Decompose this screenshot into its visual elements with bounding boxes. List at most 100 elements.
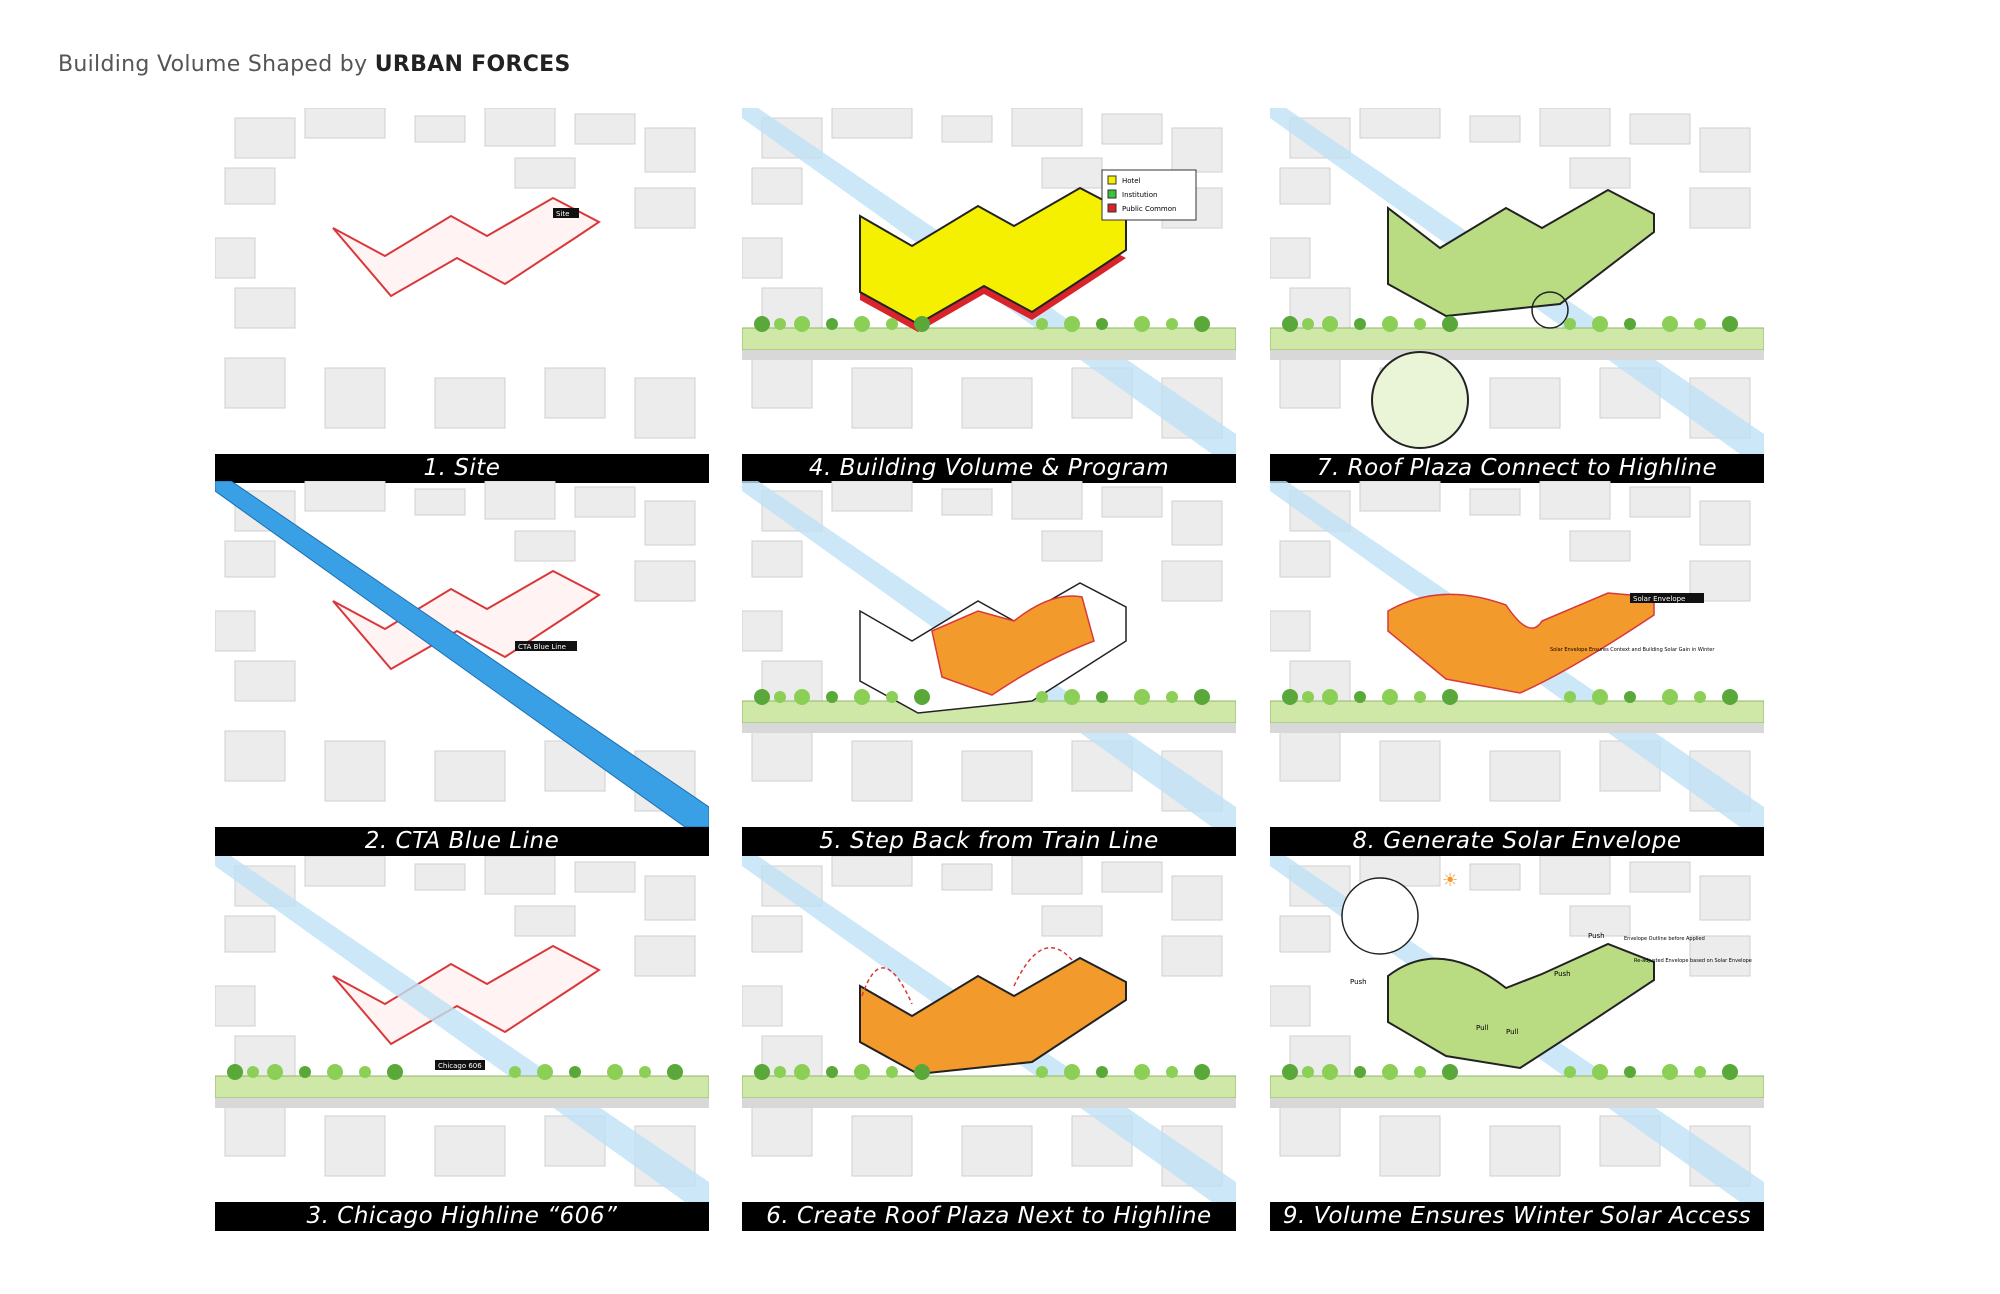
tree [1036,318,1048,330]
context-building [434,1125,506,1177]
context-building [304,481,386,512]
context-building [224,1105,286,1157]
context-building [1101,113,1163,145]
title-emphasis: URBAN FORCES [374,52,571,77]
page-title: Building Volume Shaped by URBAN FORCES [58,52,571,77]
tree [1354,691,1366,703]
tree [1414,1066,1426,1078]
context-building [851,740,913,802]
trees [754,316,1210,332]
tree [794,316,810,332]
highline-edge [1270,723,1764,733]
site-diagram: Site [215,108,696,439]
sun-icon: ☀ [1442,870,1458,891]
roof-plaza [931,595,1095,696]
tree [1322,689,1338,705]
context-building [851,367,913,429]
public-common-legend-label: Public Common [1122,205,1176,213]
tree [1282,1064,1298,1080]
context-building [574,113,636,145]
context-building [1689,560,1751,602]
context-building [634,187,696,229]
tree [509,1066,521,1078]
context-building [1101,486,1163,518]
adjusted-volume [1387,942,1655,1070]
panel-caption: 2. CTA Blue Line [215,827,709,856]
panel-caption: 8. Generate Solar Envelope [1270,827,1764,856]
context-building [1161,560,1223,602]
context-building [941,488,993,516]
chicago-606-label-box [435,1060,485,1070]
tree [1722,316,1738,332]
site-label-box [553,208,579,218]
tree [1096,691,1108,703]
context-building [1171,875,1223,921]
tree [327,1064,343,1080]
tree [1694,1066,1706,1078]
detail-zoom-circle [1371,351,1469,449]
context-building [1279,730,1341,782]
context-building [514,157,576,189]
tree [754,1064,770,1080]
context-building [304,108,386,139]
tree [754,689,770,705]
tree [1442,689,1458,705]
highline-edge [742,723,1236,733]
context-building [1011,108,1083,147]
tree [1166,1066,1178,1078]
context-building [961,1125,1033,1177]
context-building [831,108,913,139]
tree [1096,318,1108,330]
solar-envelope-note: Solar Envelope Ensures Context and Build… [1550,647,1715,653]
context-building [1539,108,1611,147]
roof-plaza-diagram [742,856,1236,1202]
context-building [1379,1115,1441,1177]
cta-diagram: CTA Blue Line [215,481,709,827]
tree [794,689,810,705]
context-building [215,237,256,279]
context-building [634,935,696,977]
highline-edge [742,350,1236,360]
panel-caption: 4. Building Volume & Program [742,454,1236,483]
institution-legend-label: Institution [1122,191,1157,199]
push-label-mid: Push [1554,970,1571,978]
tree [1662,316,1678,332]
winter-solar-diagram: ☀ Push Push Push Pull Pull Envelope Outl… [1270,856,1764,1202]
fold-arrows [861,947,1073,1005]
context-building [1279,915,1331,953]
chicago-606-label: Chicago 606 [438,1062,482,1070]
panel-roof-plaza-connect: 7. Roof Plaza Connect to Highline [1270,108,1764,483]
tree [1564,318,1576,330]
pull-label-right: Pull [1506,1028,1518,1036]
tree [914,1064,930,1080]
context-building [644,875,696,921]
context-building [751,915,803,953]
context-building [574,486,636,518]
tree [1064,316,1080,332]
highline-edge [1270,350,1764,360]
highline-edge [1270,1098,1764,1108]
trees [1282,1064,1738,1080]
context-building [304,856,386,887]
orange-volume [859,956,1127,1076]
context-building [1359,481,1441,512]
context-building [414,488,466,516]
context-building [514,905,576,937]
tree [1036,691,1048,703]
tree [247,1066,259,1078]
tree [1166,318,1178,330]
push-label-top: Push [1588,932,1605,940]
tree [854,1064,870,1080]
volume-diagram: Hotel Institution Public Common [742,108,1236,454]
context-building [484,108,556,147]
context-building [1289,287,1351,329]
step-back-diagram [742,481,1236,827]
panel-caption: 9. Volume Ensures Winter Solar Access [1270,1202,1764,1231]
context-building [1041,905,1103,937]
site-outline [332,196,601,298]
context-building [224,730,286,782]
panel-solar-envelope: Solar Envelope Solar Envelope Ensures Co… [1270,481,1764,856]
tree [854,316,870,332]
tree [537,1064,553,1080]
panel-winter-solar-access: ☀ Push Push Push Pull Pull Envelope Outl… [1270,856,1764,1231]
